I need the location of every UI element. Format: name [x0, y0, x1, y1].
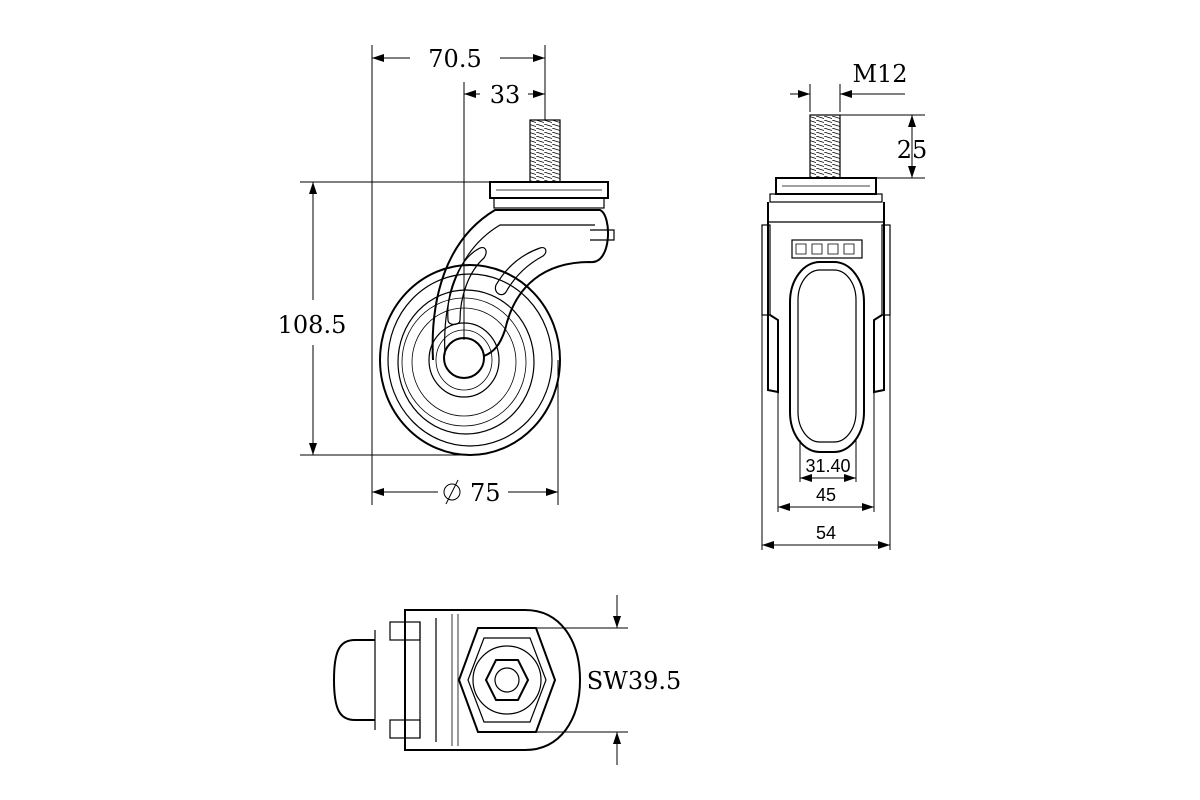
- dim-wrench-size-label: SW39.5: [587, 667, 682, 695]
- front-top-plate: [769, 177, 883, 203]
- dim-height: 108.5: [278, 181, 490, 456]
- diameter-icon: [443, 479, 461, 505]
- dim-height-label: 108.5: [278, 311, 347, 339]
- front-wheel: [789, 261, 865, 453]
- dim-wheel-diameter-label: 75: [470, 479, 501, 507]
- dim-thread: M12: [790, 60, 908, 112]
- top-wheel: [332, 630, 376, 730]
- dim-wrench-size: SW39.5: [536, 595, 681, 765]
- side-threaded-stem: [529, 119, 561, 183]
- dim-overall-width-label: 54: [816, 523, 836, 543]
- dim-stem-length-label: 25: [897, 136, 928, 164]
- front-fork: [761, 202, 891, 394]
- dim-offset-axle-label: 33: [490, 81, 521, 109]
- dim-stem-length: 25: [840, 114, 928, 179]
- top-view: SW39.5: [332, 595, 681, 765]
- dim-tread-width: 31.40: [799, 440, 857, 482]
- side-wheel: [379, 264, 561, 456]
- dim-thread-label: M12: [852, 60, 907, 88]
- front-swivel-bearing: [791, 239, 863, 259]
- dim-overall-width: 54: [761, 315, 891, 550]
- top-fork-body: [389, 609, 582, 751]
- side-top-plate: [489, 181, 609, 209]
- dim-wheel-width-label: 45: [816, 485, 836, 505]
- side-axle-hub: [443, 337, 485, 379]
- side-fork: [431, 209, 615, 361]
- dim-offset-total-label: 70.5: [428, 45, 481, 73]
- front-view: M12 25 31.40 45: [761, 60, 928, 550]
- side-view: 70.5 33 108.5: [278, 45, 615, 507]
- front-threaded-stem: [809, 114, 841, 179]
- dim-tread-width-label: 31.40: [805, 456, 850, 476]
- dim-offset-total: 70.5: [371, 45, 546, 455]
- dim-wheel-diameter: 75: [371, 360, 559, 507]
- dim-offset-axle: 33: [463, 81, 545, 340]
- top-hex-nut: [457, 627, 557, 733]
- dim-wheel-width: 45: [777, 392, 875, 512]
